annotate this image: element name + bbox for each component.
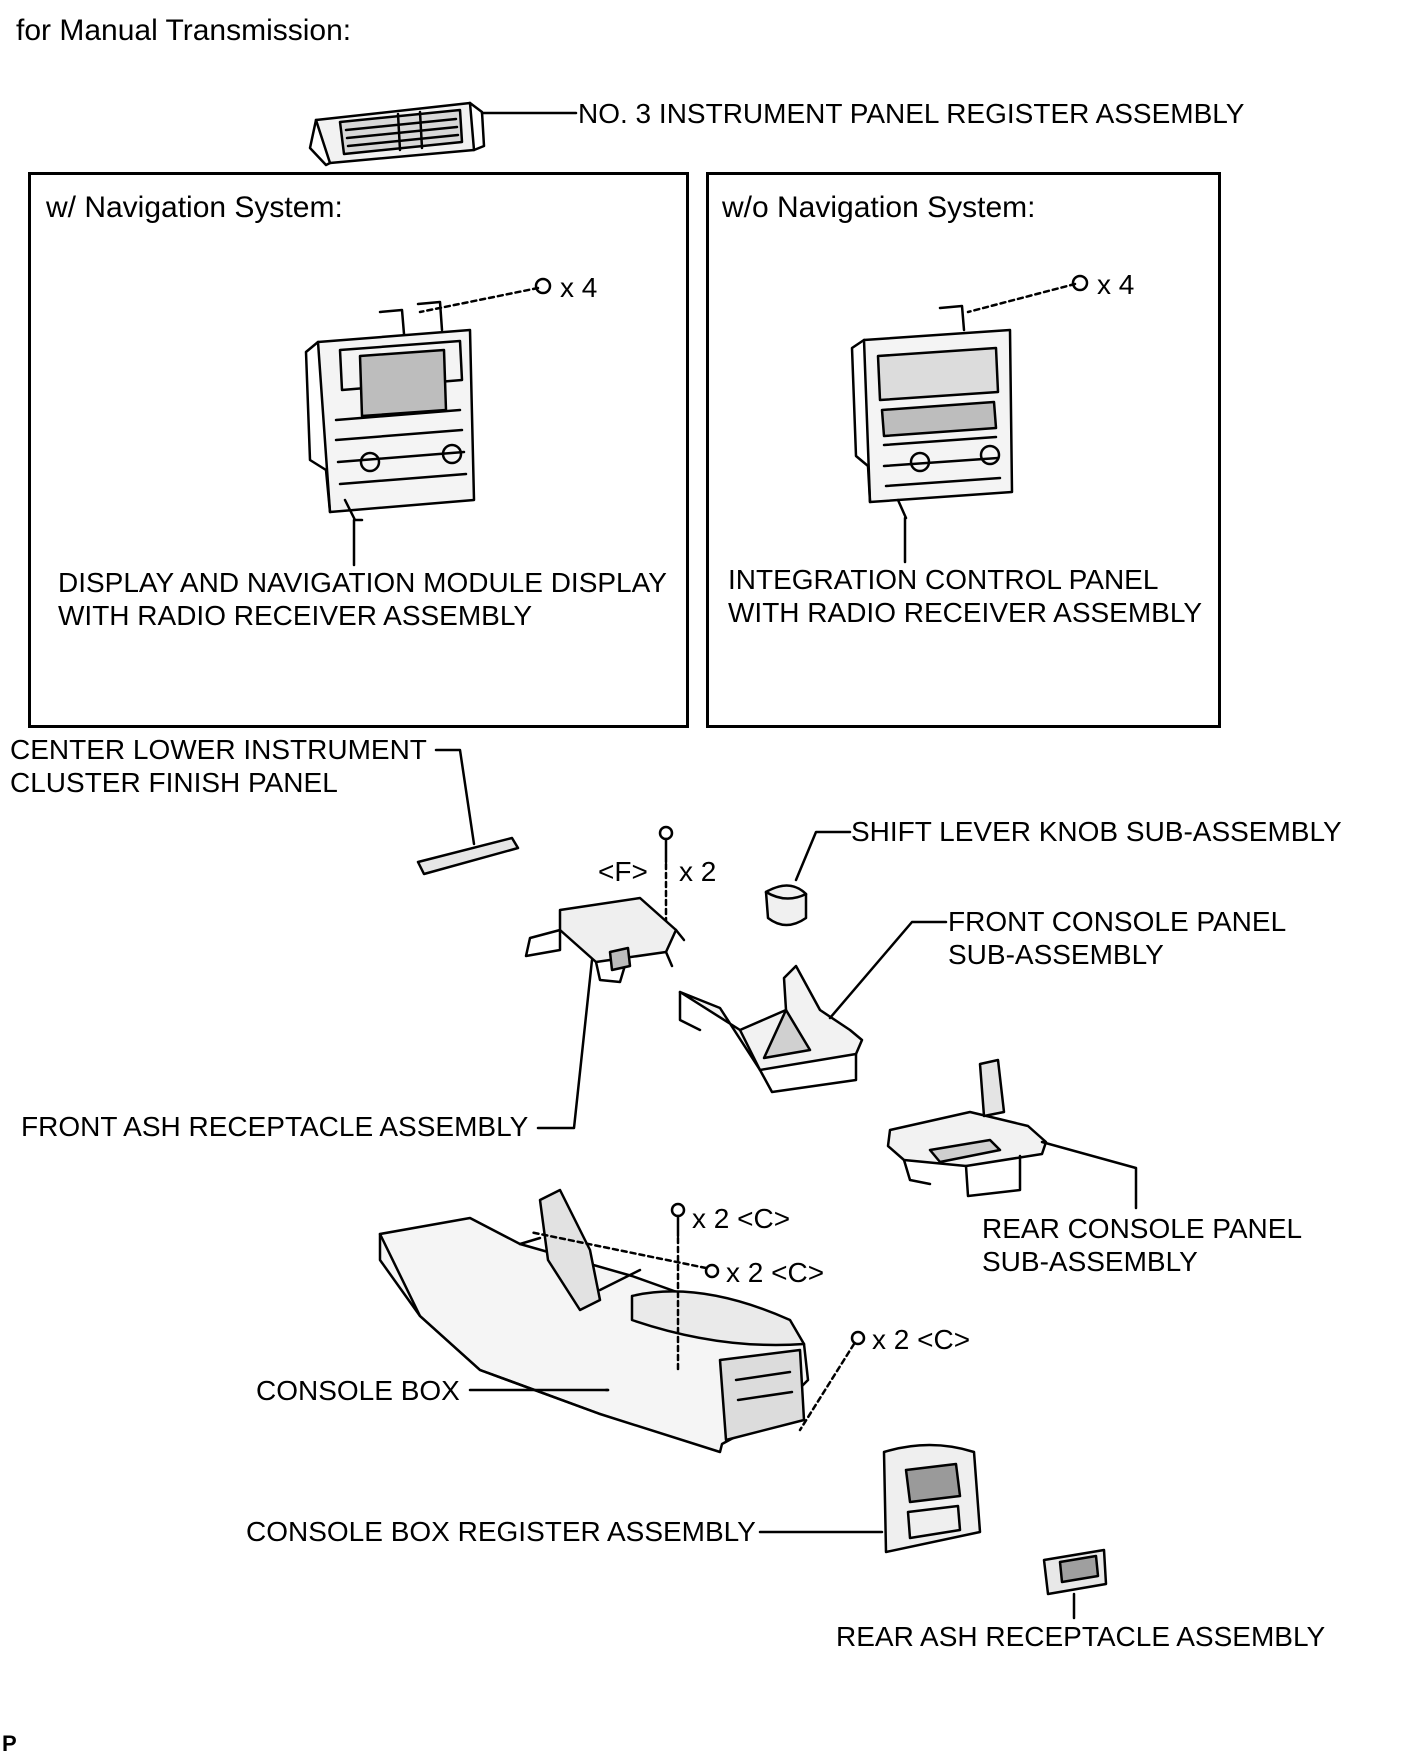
rear-ash-receptacle-icon xyxy=(1042,1548,1108,1596)
screw-c3-icon xyxy=(850,1330,866,1346)
without-nav-qty: x 4 xyxy=(1097,269,1135,300)
icp-screw-icon xyxy=(1071,274,1089,292)
without-navigation-box xyxy=(706,172,1221,728)
leader-front-ash xyxy=(536,958,594,1130)
console-register-icon xyxy=(882,1443,982,1554)
label-console-register: CONSOLE BOX REGISTER ASSEMBLY xyxy=(246,1516,756,1547)
screw-c2-icon xyxy=(704,1263,720,1279)
leader-center-lower xyxy=(434,748,476,846)
with-nav-part-label: DISPLAY AND NAVIGATION MODULE DISPLAY WI… xyxy=(58,567,667,631)
diagram-title: for Manual Transmission: xyxy=(16,14,352,47)
finish-panel-strip xyxy=(416,836,520,876)
navigation-display-unit xyxy=(304,300,476,522)
footer-mark: P xyxy=(2,1731,17,1756)
screw-c1-icon xyxy=(670,1202,686,1238)
clip-f-icon xyxy=(658,825,674,864)
nav-screw-icon xyxy=(534,277,552,295)
label-screw-c3: x 2 <C> xyxy=(872,1324,971,1355)
leader-front-console xyxy=(828,920,948,1020)
label-screw-c1: x 2 <C> xyxy=(692,1203,791,1234)
with-nav-qty: x 4 xyxy=(560,272,598,303)
label-center-lower: CENTER LOWER INSTRUMENT CLUSTER FINISH P… xyxy=(10,734,427,798)
console-box-icon xyxy=(378,1188,810,1454)
without-nav-heading: w/o Navigation System: xyxy=(722,191,1036,224)
integration-panel-unit xyxy=(850,304,1014,520)
label-shift-knob: SHIFT LEVER KNOB SUB-ASSEMBLY xyxy=(851,816,1342,847)
with-nav-heading: w/ Navigation System: xyxy=(46,191,343,224)
label-clip-f-qty: x 2 xyxy=(679,856,717,887)
label-screw-c2: x 2 <C> xyxy=(726,1257,825,1288)
front-ash-receptacle-icon xyxy=(524,896,686,984)
leader-rear-console xyxy=(1040,1140,1138,1210)
label-clip-f: <F> xyxy=(598,856,648,887)
register-vent-icon xyxy=(308,101,486,167)
label-front-console: FRONT CONSOLE PANEL SUB-ASSEMBLY xyxy=(948,906,1287,970)
label-register3: NO. 3 INSTRUMENT PANEL REGISTER ASSEMBLY xyxy=(578,98,1245,129)
front-console-panel-icon xyxy=(678,964,864,1094)
label-front-ash: FRONT ASH RECEPTACLE ASSEMBLY xyxy=(21,1111,529,1142)
without-nav-part-label: INTEGRATION CONTROL PANEL WITH RADIO REC… xyxy=(728,564,1203,628)
rear-console-panel-icon xyxy=(886,1058,1048,1198)
shift-knob-icon xyxy=(764,884,808,927)
with-navigation-box xyxy=(28,172,689,728)
leader-shift-knob xyxy=(794,830,852,882)
label-console-box: CONSOLE BOX xyxy=(256,1375,460,1406)
leader-nav-screw xyxy=(418,286,540,314)
label-rear-console: REAR CONSOLE PANEL SUB-ASSEMBLY xyxy=(982,1213,1303,1277)
label-rear-ash: REAR ASH RECEPTACLE ASSEMBLY xyxy=(836,1621,1326,1652)
leader-icp-screw xyxy=(966,282,1077,314)
